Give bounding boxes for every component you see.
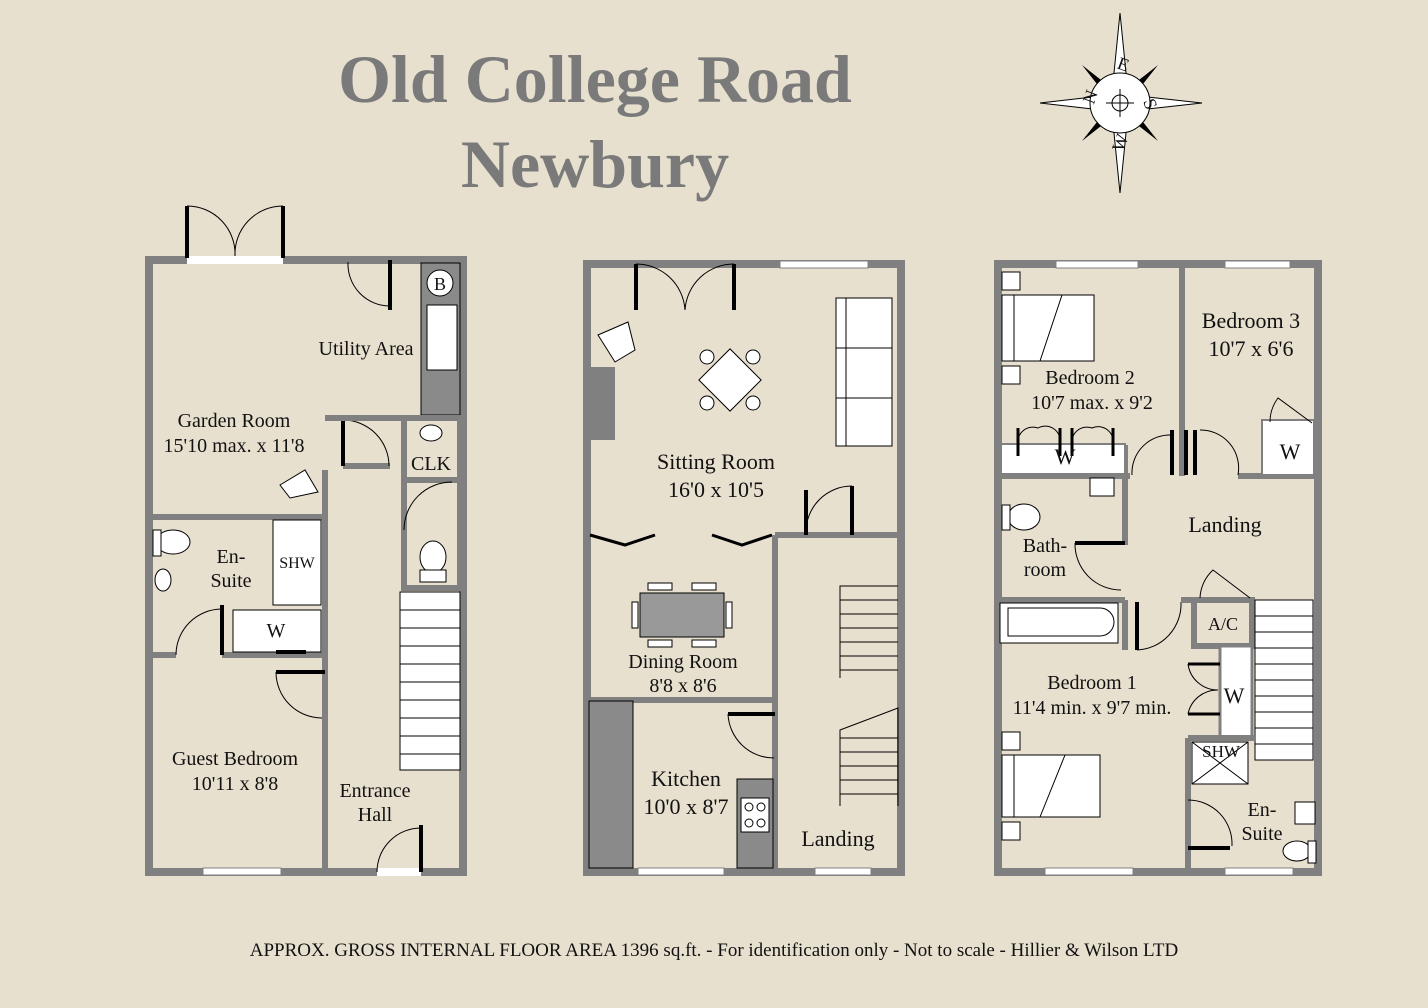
garden-room-name: Garden Room [178, 410, 291, 432]
compass-n: N [1079, 87, 1102, 106]
sitting-room-size: 16'0 x 10'5 [668, 477, 764, 502]
compass-icon: N E S W [1039, 12, 1203, 194]
second-en-suite-line1: En- [1248, 799, 1277, 821]
second-floor-stairs [1254, 599, 1314, 761]
bathroom-line2: room [1024, 559, 1067, 581]
dining-room-name: Dining Room [628, 651, 738, 673]
boiler-label: B [434, 274, 446, 294]
second-landing-label: Landing [1188, 512, 1261, 537]
bedroom2-name: Bedroom 2 [1045, 367, 1134, 389]
bedroom1-name: Bedroom 1 [1047, 672, 1136, 694]
ground-floor-plan: B [145, 205, 467, 876]
bathroom-line1: Bath- [1023, 535, 1067, 557]
footer-disclaimer: APPROX. GROSS INTERNAL FLOOR AREA 1396 s… [249, 940, 1179, 961]
second-en-suite-line2: Suite [1241, 823, 1282, 845]
bedroom1-size: 11'4 min. x 9'7 min. [1013, 697, 1172, 719]
utility-area-label: Utility Area [319, 338, 414, 360]
ground-en-suite-line1: En- [217, 546, 246, 568]
bedroom2-size: 10'7 max. x 9'2 [1031, 392, 1153, 414]
bedroom2-wardrobe-label: W [1055, 444, 1076, 469]
first-landing-label: Landing [801, 826, 874, 851]
kitchen-name: Kitchen [651, 766, 721, 791]
bedroom3-size: 10'7 x 6'6 [1209, 336, 1294, 361]
first-floor-stairs [839, 585, 899, 806]
guest-bedroom-size: 10'11 x 8'8 [192, 773, 278, 795]
bedroom3-name: Bedroom 3 [1202, 308, 1300, 333]
kitchen-size: 10'0 x 8'7 [644, 794, 729, 819]
dining-room-size: 8'8 x 8'6 [649, 675, 716, 697]
entrance-hall-line2: Hall [358, 804, 393, 826]
second-floor-plan: Bedroom 2 10'7 max. x 9'2 Bedroom 3 10'7… [994, 260, 1322, 876]
title-line1: Old College Road [338, 41, 852, 117]
compass-w: W [1108, 131, 1133, 154]
ground-wardrobe-label: W [267, 620, 286, 642]
garden-room-size: 15'10 max. x 11'8 [164, 435, 305, 457]
entrance-hall-line1: Entrance [339, 780, 410, 802]
ground-en-suite-line2: Suite [210, 570, 251, 592]
bedroom3-wardrobe-label: W [1280, 439, 1301, 464]
title-line2: Newbury [460, 126, 730, 202]
bedroom1-wardrobe-label: W [1224, 683, 1245, 708]
first-floor-plan: Sitting Room 16'0 x 10'5 Dining Room 8'8… [583, 260, 905, 876]
second-shower-label: SHW [1202, 742, 1241, 761]
ground-floor-stairs [399, 591, 461, 771]
sitting-room-name: Sitting Room [657, 449, 775, 474]
ground-shower-label: SHW [279, 555, 315, 572]
guest-bedroom-name: Guest Bedroom [172, 748, 299, 770]
airing-cupboard-label: A/C [1208, 614, 1238, 634]
clk-label: CLK [411, 453, 452, 475]
